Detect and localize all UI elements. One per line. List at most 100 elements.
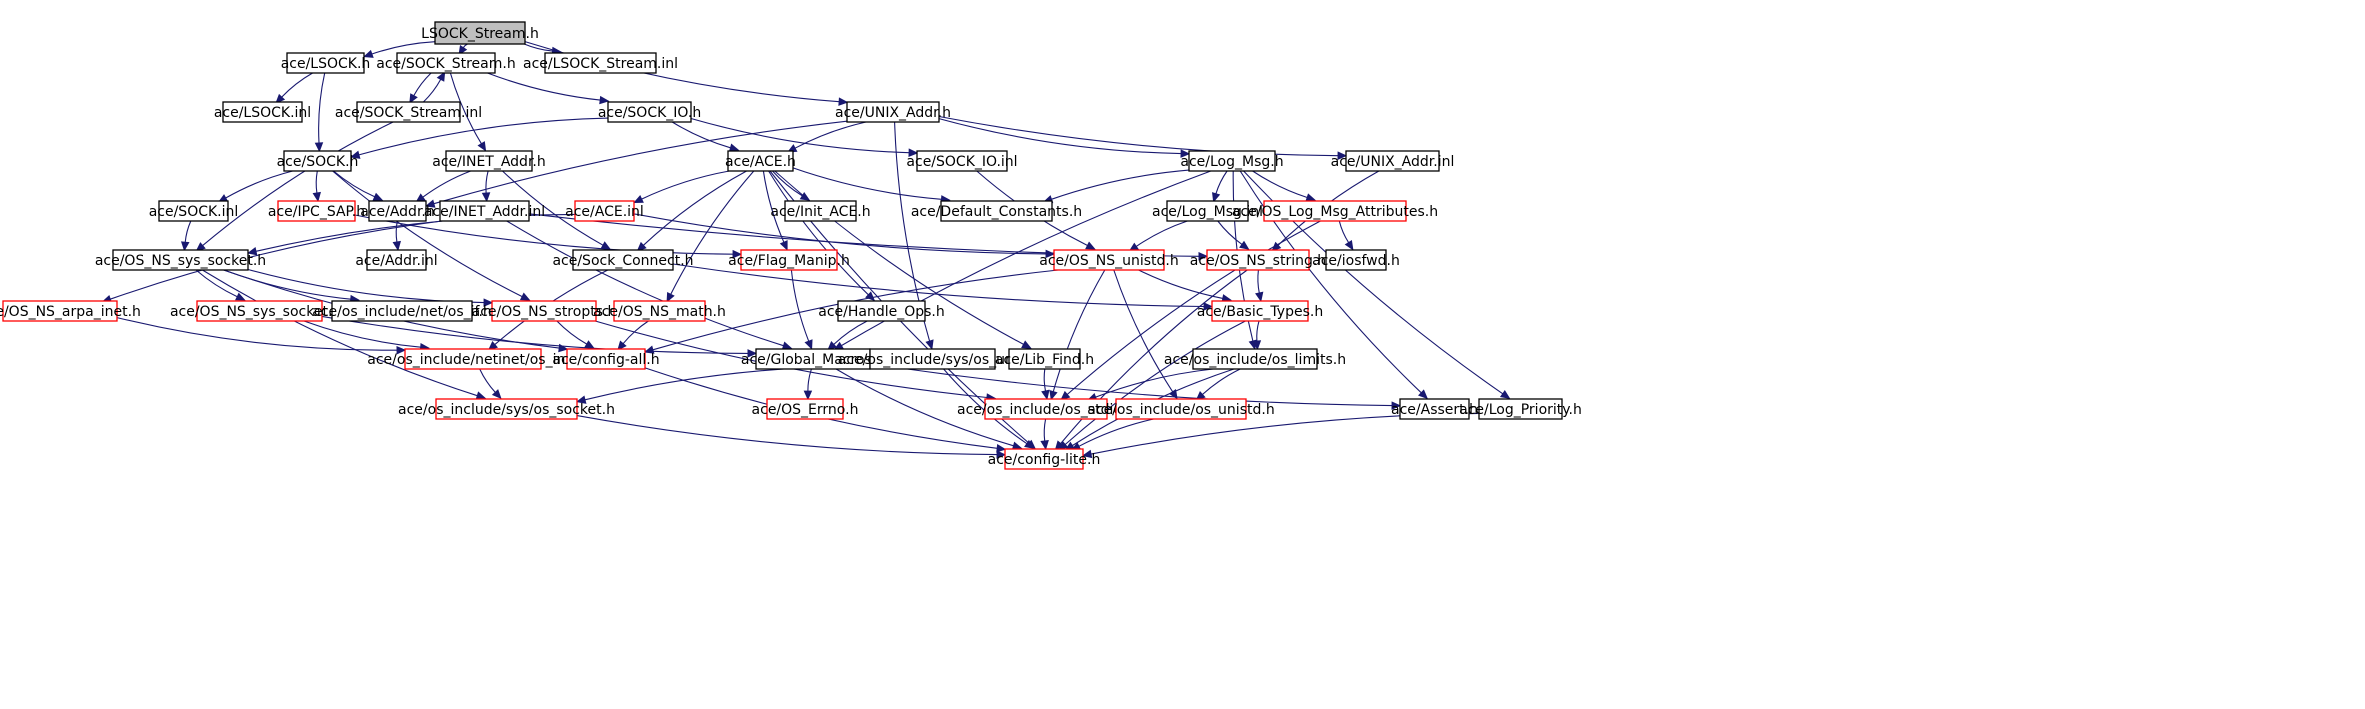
node-os-unistd-h[interactable]: ace/os_include/os_unistd.h	[1087, 398, 1275, 420]
node-os-ns-math-h[interactable]: ace/OS_NS_math.h	[593, 300, 726, 322]
edge-os_in_h-to-os_socket_h	[479, 368, 502, 400]
node-ipc-sap-h[interactable]: ace/IPC_SAP.h	[268, 200, 365, 222]
edge-arrowhead	[1085, 241, 1096, 250]
node-sock-connect-h[interactable]: ace/Sock_Connect.h	[552, 249, 694, 271]
node-unix-addr-h[interactable]: ace/UNIX_Addr.h	[835, 101, 951, 123]
edge-arrowhead	[996, 443, 1007, 453]
node-os-un-h[interactable]: ace/os_include/sys/os_un.h	[838, 348, 1027, 370]
edge-sock_stream_h-to-sock_stream_inl	[409, 72, 432, 104]
node-config-all-h[interactable]: ace/config-all.h	[552, 348, 660, 370]
node-basic-types-h[interactable]: ace/Basic_Types.h	[1197, 300, 1323, 322]
edge-arrowhead	[180, 241, 190, 252]
edge-line	[506, 220, 784, 347]
node-box	[1399, 398, 1470, 420]
node-lib-find-h[interactable]: ace/Lib_Find.h	[995, 348, 1094, 370]
edge-line	[772, 170, 803, 197]
node-sock-io-inl[interactable]: ace/SOCK_IO.inl	[906, 150, 1018, 172]
node-assert-h[interactable]: ace/Assert.h	[1391, 398, 1478, 420]
node-label: ace/Addr.inl	[355, 253, 437, 269]
node-label: ace/Log_Priority.h	[1459, 402, 1582, 418]
node-os-ns-arpa-inet-h[interactable]: ace/OS_NS_arpa_inet.h	[0, 300, 141, 322]
node-root[interactable]: LSOCK_Stream.h	[421, 21, 539, 45]
edge-line	[768, 170, 869, 296]
edge-ace_h-to-os_ns_math_h	[666, 170, 755, 303]
edge-arrowhead	[1024, 439, 1035, 449]
node-os-ns-string-h[interactable]: ace/OS_NS_string.h	[1190, 249, 1326, 271]
node-lsock-stream-inl[interactable]: ace/LSOCK_Stream.inl	[523, 52, 678, 74]
edge-line	[1113, 269, 1174, 393]
edge-arrowhead	[728, 143, 740, 152]
node-box	[286, 52, 365, 74]
node-label: ace/ACE.h	[725, 154, 796, 170]
edge-arrowhead	[425, 199, 436, 208]
edge-line	[1217, 220, 1243, 245]
node-init-ace-h[interactable]: ace/Init_ACE.h	[770, 200, 871, 222]
node-label: ace/INET_Addr.h	[432, 154, 546, 170]
edge-arrowhead	[350, 150, 361, 159]
node-addr-inl[interactable]: ace/Addr.inl	[355, 249, 438, 271]
node-lsock-h[interactable]: ace/LSOCK.h	[281, 52, 371, 74]
edge-log_msg_h-to-default_constants_h	[1042, 169, 1190, 204]
edge-arrowhead	[584, 340, 595, 349]
node-inet-addr-h[interactable]: ace/INET_Addr.h	[432, 150, 546, 172]
node-os-log-msg-attributes-h[interactable]: ace/OS_Log_Msg_Attributes.h	[1232, 200, 1438, 222]
edge-line	[318, 72, 326, 144]
edge-line	[303, 320, 421, 348]
edge-line	[1043, 368, 1047, 392]
node-os-ns-sys-socket-inl[interactable]: ace/OS_NS_sys_socket.inl	[170, 300, 349, 322]
node-flag-manip-h[interactable]: ace/Flag_Manip.h	[728, 249, 850, 271]
edge-arrowhead	[1418, 389, 1429, 400]
node-sock-inl[interactable]: ace/SOCK.inl	[149, 200, 239, 222]
node-os-if-h[interactable]: ace/os_include/net/os_if.h	[312, 300, 492, 322]
node-log-msg-inl[interactable]: ace/Log_Msg.inl	[1152, 200, 1263, 222]
node-sock-stream-inl[interactable]: ace/SOCK_Stream.inl	[335, 101, 482, 123]
edge-line	[255, 213, 576, 252]
node-label: ace/Handle_Ops.h	[818, 304, 945, 320]
node-os-ns-stropts-h[interactable]: ace/OS_NS_stropts.h	[472, 300, 617, 322]
edge-ace_h-to-lib_find_h	[774, 170, 1032, 349]
node-label: ace/Init_ACE.h	[770, 204, 870, 220]
edge-os_ns_sys_socket_inl-to-os_in_h	[303, 320, 430, 352]
edge-line	[395, 220, 398, 243]
edge-line	[633, 213, 1047, 255]
node-os-errno-h[interactable]: ace/OS_Errno.h	[752, 398, 859, 420]
node-config-lite-h[interactable]: ace/config-lite.h	[988, 448, 1101, 470]
node-log-priority-h[interactable]: ace/Log_Priority.h	[1459, 398, 1582, 420]
node-sock-io-h[interactable]: ace/SOCK_IO.h	[598, 101, 701, 123]
node-os-in-h[interactable]: ace/os_include/netinet/os_in.h	[367, 348, 579, 370]
node-lsock-inl[interactable]: ace/LSOCK.inl	[214, 101, 311, 123]
node-addr-h[interactable]: ace/Addr.h	[360, 200, 435, 222]
node-label: LSOCK_Stream.h	[421, 26, 539, 42]
node-handle-ops-h[interactable]: ace/Handle_Ops.h	[818, 300, 945, 322]
node-os-stdio-h[interactable]: ace/os_include/os_stdio.h	[957, 398, 1135, 420]
node-os-limits-h[interactable]: ace/os_include/os_limits.h	[1164, 348, 1346, 370]
edge-arrowhead	[1252, 340, 1262, 351]
node-unix-addr-inl[interactable]: ace/UNIX_Addr.inl	[1331, 150, 1455, 172]
node-ace-h[interactable]: ace/ACE.h	[725, 150, 796, 172]
edge-arrowhead	[908, 148, 919, 157]
node-global-macros-h[interactable]: ace/Global_Macros.h	[741, 348, 885, 370]
node-iosfwd-h[interactable]: ace/iosfwd.h	[1312, 249, 1400, 271]
node-log-msg-h[interactable]: ace/Log_Msg.h	[1180, 150, 1284, 172]
node-os-ns-sys-socket-h[interactable]: ace/OS_NS_sys_socket.h	[95, 249, 266, 271]
node-sock-h[interactable]: ace/SOCK.h	[277, 150, 359, 172]
node-ace-inl[interactable]: ace/ACE.inl	[565, 200, 644, 222]
edge-line	[1215, 170, 1228, 194]
edge-line	[1138, 269, 1223, 299]
edge-inet_addr_h-to-inet_addr_inl	[481, 170, 491, 203]
edge-os_ns_sys_socket_inl-to-global_macros_h	[321, 315, 758, 358]
node-os-socket-h[interactable]: ace/os_include/sys/os_socket.h	[398, 398, 615, 420]
node-box	[158, 200, 229, 222]
node-os-ns-unistd-h[interactable]: ace/OS_NS_unistd.h	[1039, 249, 1179, 271]
node-default-constants-h[interactable]: ace/Default_Constants.h	[911, 200, 1082, 222]
node-box	[283, 150, 352, 172]
edge-sock_stream_h-to-sock_io_h	[487, 72, 610, 105]
node-box	[1166, 200, 1249, 222]
edge-arrowhead	[803, 390, 813, 401]
node-sock-stream-h[interactable]: ace/SOCK_Stream.h	[376, 52, 516, 74]
edge-line	[1256, 320, 1260, 342]
edge-arrowhead	[1337, 151, 1348, 160]
node-inet-addr-inl[interactable]: ace/INET_Addr.inl	[424, 200, 545, 222]
edge-line	[225, 170, 293, 199]
edge-line	[792, 167, 942, 200]
